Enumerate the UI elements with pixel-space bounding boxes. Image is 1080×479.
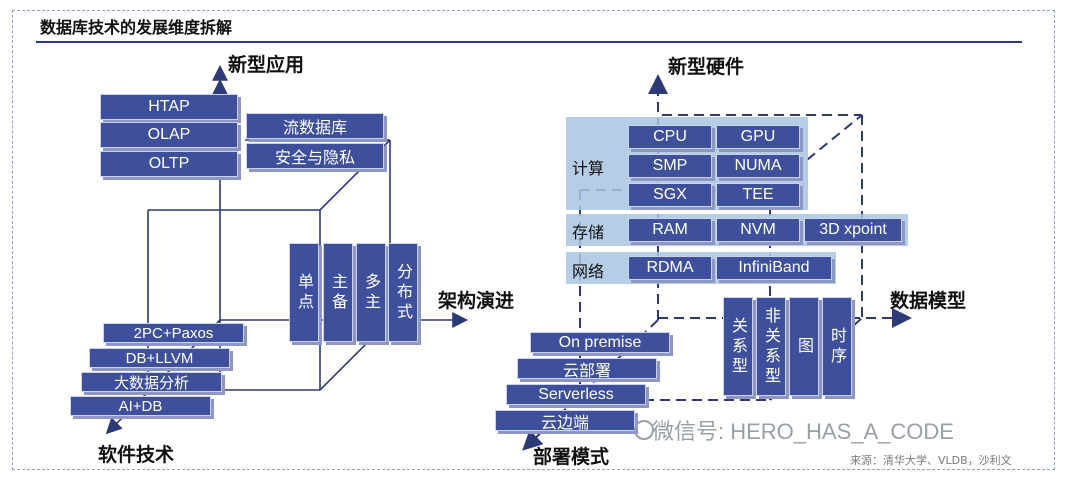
hw-infiniband: InfiniBand xyxy=(716,256,832,280)
app-oltp: OLTP xyxy=(100,151,238,177)
sw-db-llvm: DB+LLVM xyxy=(89,348,230,368)
page-title: 数据库技术的发展维度拆解 xyxy=(40,18,233,37)
sw-ai-db: AI+DB xyxy=(70,396,211,416)
app-security-privacy: 安全与隐私 xyxy=(246,143,384,169)
arch-multi-master: 多主 xyxy=(356,243,386,342)
hw-nvm: NVM xyxy=(716,218,800,242)
sw-big-data: 大数据分析 xyxy=(81,372,222,392)
hw-tee: TEE xyxy=(716,183,800,207)
watermark: 微信号: HERO_HAS_A_CODE xyxy=(652,419,954,444)
hw-gpu: GPU xyxy=(716,125,800,149)
dep-serverless: Serverless xyxy=(506,384,646,405)
hw-rdma: RDMA xyxy=(628,256,712,280)
source-note: 来源：清华大学、VLDB，沙利文 xyxy=(850,454,1012,467)
dep-cloud-edge: 云边端 xyxy=(495,410,635,432)
axis-new-apps: 新型应用 xyxy=(228,54,305,76)
axis-new-hardware: 新型硬件 xyxy=(668,56,745,78)
app-olap: OLAP xyxy=(100,122,238,148)
axis-data-model: 数据模型 xyxy=(890,290,967,312)
hw-3d-xpoint: 3D xpoint xyxy=(804,218,902,242)
dep-on-premise: On premise xyxy=(530,332,670,353)
arch-single: 单点 xyxy=(289,243,319,342)
dep-cloud: 云部署 xyxy=(517,358,657,380)
arch-distributed: 分布式 xyxy=(388,243,418,342)
axis-deployment: 部署模式 xyxy=(533,446,610,468)
outer-frame xyxy=(12,10,1055,470)
compute-label: 计算 xyxy=(572,159,605,178)
storage-label: 存储 xyxy=(572,223,605,242)
dm-nonrelational: 非关系型 xyxy=(756,297,786,396)
app-streaming-db: 流数据库 xyxy=(246,113,384,139)
dm-timeseries: 时序 xyxy=(822,297,852,396)
hw-cpu: CPU xyxy=(628,125,712,149)
hw-smp: SMP xyxy=(628,154,712,178)
wechat-icon xyxy=(634,420,654,440)
title-rule xyxy=(36,41,1022,43)
hw-ram: RAM xyxy=(628,218,712,242)
hw-sgx: SGX xyxy=(628,183,712,207)
axis-software: 软件技术 xyxy=(98,444,175,466)
dm-relational: 关系型 xyxy=(723,297,753,396)
sw-2pc-paxos: 2PC+Paxos xyxy=(103,323,244,343)
dm-graph: 图 xyxy=(789,297,819,396)
network-label: 网络 xyxy=(572,262,605,281)
app-htap: HTAP xyxy=(100,94,238,120)
axis-architecture: 架构演进 xyxy=(438,290,515,312)
hw-numa: NUMA xyxy=(716,154,800,178)
arch-primary-backup: 主备 xyxy=(323,243,353,342)
